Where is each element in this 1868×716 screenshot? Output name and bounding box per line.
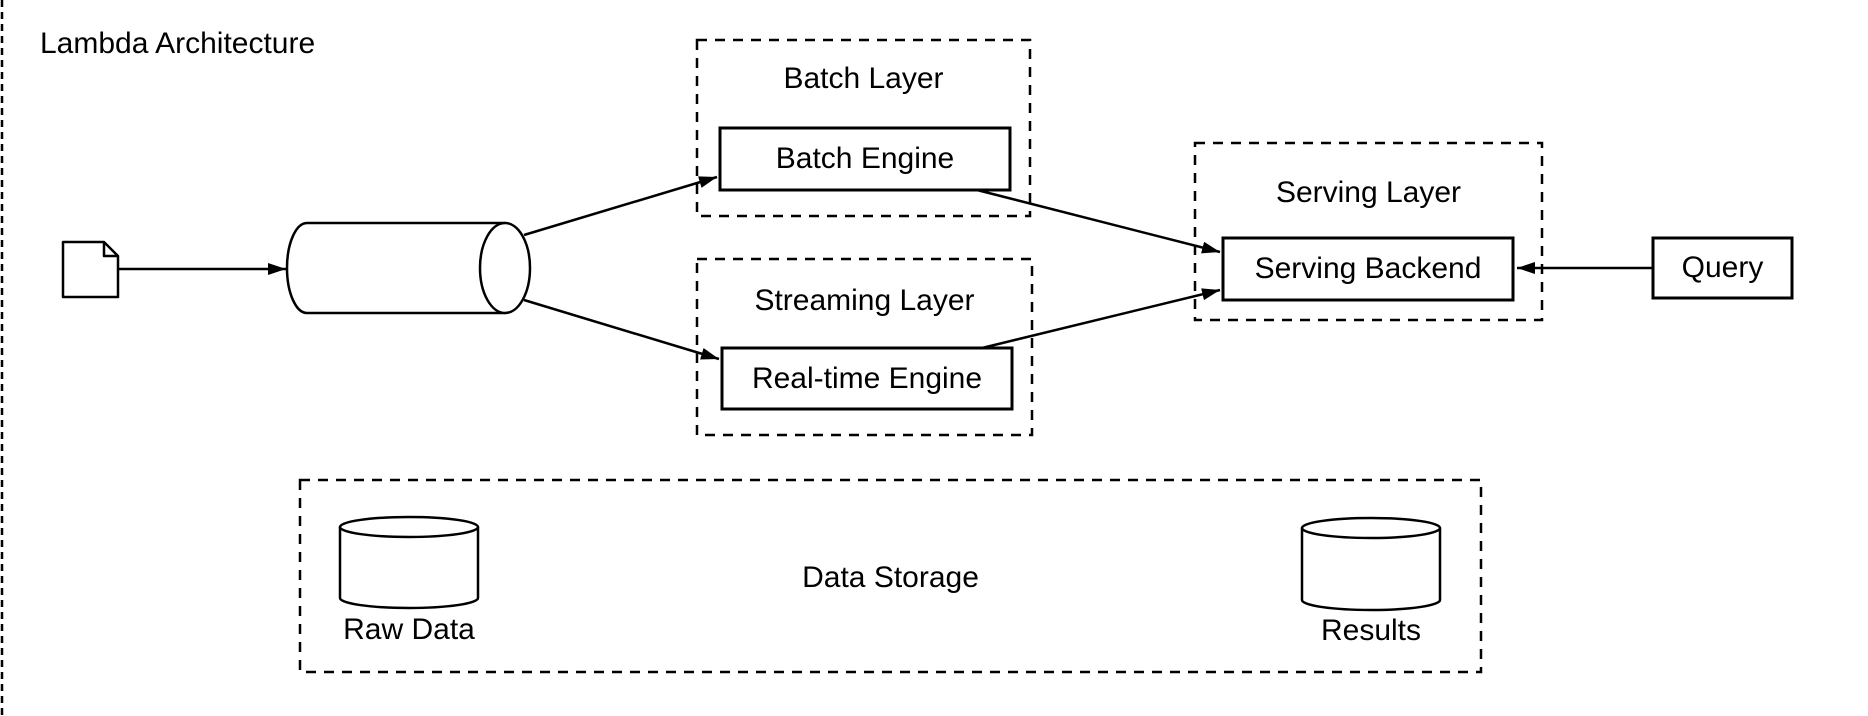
query-node-label: Query <box>1681 251 1764 284</box>
batch-layer-group-label: Batch Layer <box>783 62 944 95</box>
raw-data-node-label: Raw Data <box>343 613 475 646</box>
edge-batch-engine-to-serving-backend <box>976 188 1221 254</box>
realtime-engine-node-box <box>720 346 1014 411</box>
batch-engine-node-box <box>718 126 1012 192</box>
results-database-icon <box>1300 516 1442 612</box>
batch-engine-node-label: Batch Engine <box>775 142 955 175</box>
serving-backend-node-box <box>1221 236 1515 302</box>
queue-cylinder-icon <box>285 221 532 315</box>
data-storage-group-label: Data Storage <box>802 561 979 594</box>
streaming-layer-group-box <box>695 257 1034 437</box>
query-node-box <box>1651 236 1794 300</box>
serving-layer-group-box <box>1193 141 1544 322</box>
edge-queue-to-realtime-engine <box>523 298 720 361</box>
streaming-layer-group-label: Streaming Layer <box>754 284 975 317</box>
serving-backend-node-label: Serving Backend <box>1254 252 1482 285</box>
data-storage-group-box <box>298 478 1483 674</box>
raw-data-database-icon <box>338 515 480 610</box>
realtime-engine-node-label: Real-time Engine <box>751 361 983 395</box>
batch-layer-group-box <box>695 38 1032 218</box>
serving-layer-group-label: Serving Layer <box>1275 176 1462 209</box>
edge-realtime-engine-to-serving-backend <box>981 288 1221 350</box>
results-node-label: Results <box>1320 614 1422 647</box>
document-icon <box>61 240 120 299</box>
edge-queue-to-batch-engine <box>523 175 718 237</box>
diagram-title: Lambda Architecture <box>40 27 316 60</box>
